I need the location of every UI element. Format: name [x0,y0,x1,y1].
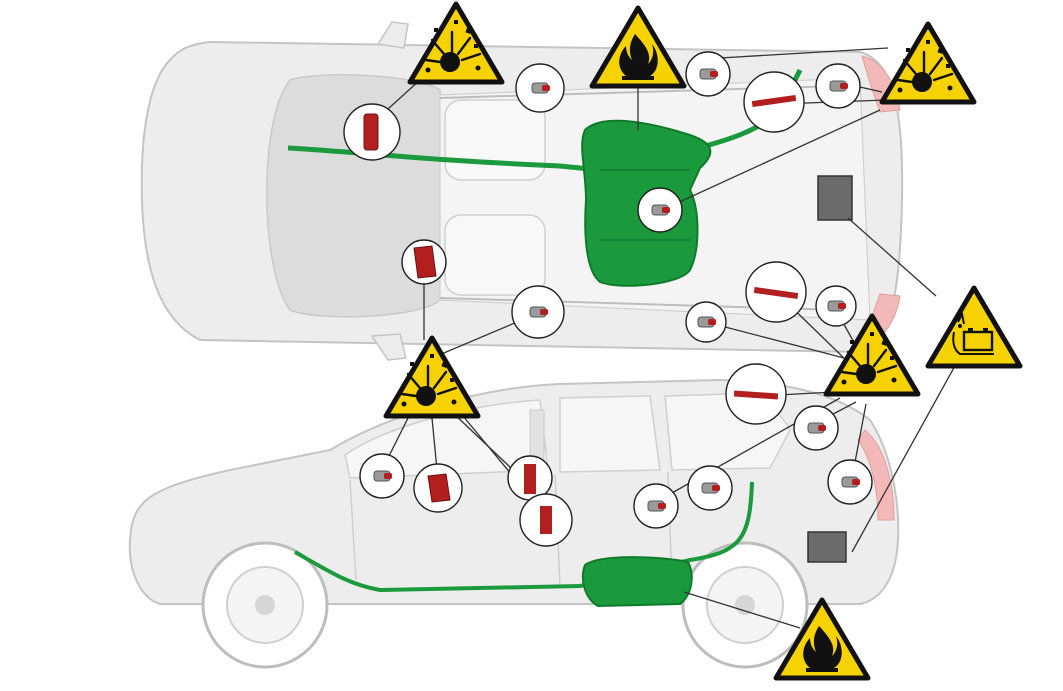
fuel-line-side [294,481,754,593]
explosive-icon [410,4,502,82]
fuel-line-top [287,145,601,173]
side-view-car [128,378,900,669]
flammable-icon [592,8,684,86]
explosive-icon [882,24,974,102]
battery-top [817,175,853,221]
airbag-module-part [413,245,437,279]
battery-side [807,531,847,563]
belt-pretensioner-part [363,113,379,151]
pyrotechnic-parts [363,68,861,534]
fuel-tank-side [581,556,693,608]
battery-acid-icon [928,288,1020,366]
